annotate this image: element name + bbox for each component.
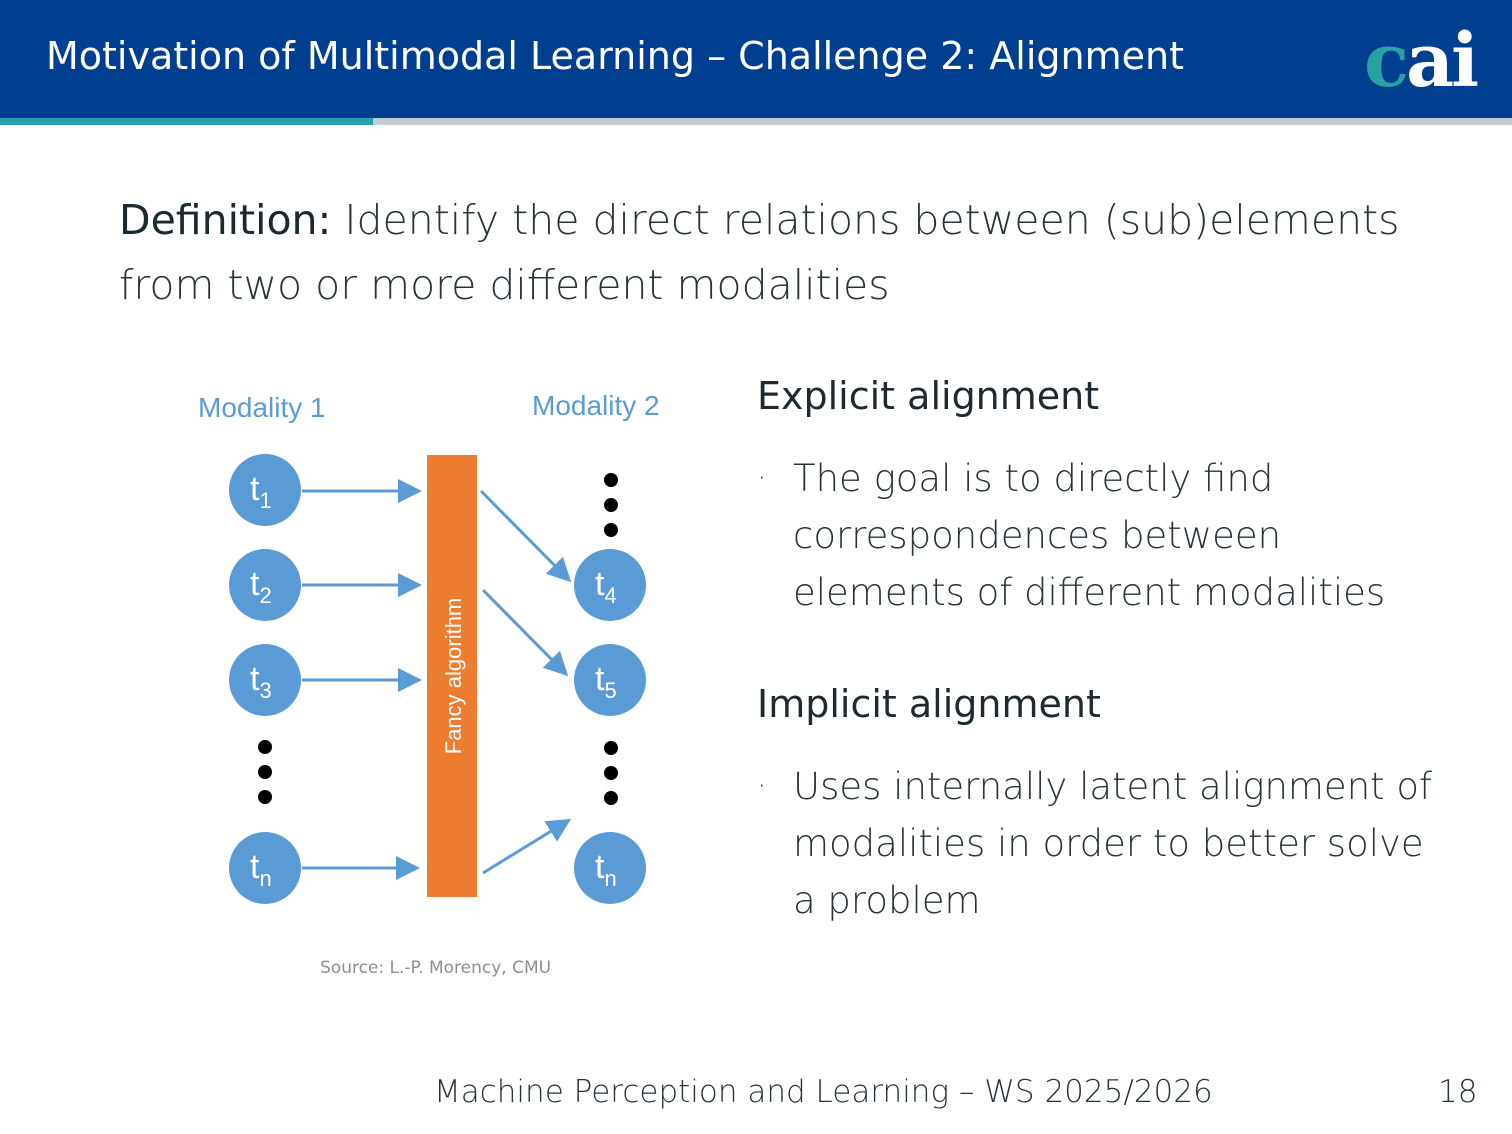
bullet-implicit: · Uses internally latent alignment of mod… [757,758,1437,929]
ellipsis-dot [258,790,272,804]
header-progress-accent [0,118,373,125]
node-circle [574,832,646,904]
ellipsis-dot [604,498,618,512]
node-circle [229,644,301,716]
definition-text: Identify the direct relations between (s… [119,196,1400,309]
page-number: 18 [1438,1074,1478,1110]
node-circle [229,549,301,621]
ellipsis-dot [604,791,618,805]
modality-2-label: Modality 2 [532,390,660,421]
source-caption: Source: L.-P. Morency, CMU [320,958,552,978]
bullet-icon: · [757,461,767,496]
header-divider [373,118,1512,125]
arrow [479,489,572,583]
node-left-t1: t1 [229,454,301,526]
node-circle [574,549,646,621]
definition: Definition: Identify the direct relation… [119,188,1409,318]
heading-implicit-alignment: Implicit alignment [757,682,1101,726]
node-right-t4: t4 [574,549,646,621]
ellipsis-dot [604,741,618,755]
heading-explicit-alignment: Explicit alignment [757,374,1100,418]
ellipsis-dot [604,473,618,487]
node-left-tn: tn [229,832,301,904]
footer-course: Machine Perception and Learning – WS 202… [434,1074,1213,1110]
bullet-text: The goal is to directly find corresponde… [793,457,1386,614]
definition-label: Definition: [119,196,332,244]
alignment-diagram: Modality 1 Modality 2 Fancy algorithm t1… [198,390,660,904]
node-circle [229,454,301,526]
ellipsis-dot [604,523,618,537]
slide-header: Motivation of Multimodal Learning – Chal… [0,0,1512,118]
node-left-t3: t3 [229,644,301,716]
ellipsis-dot [258,765,272,779]
modality-1-label: Modality 1 [198,392,326,423]
node-right-tn: tn [574,832,646,904]
ellipsis-dot [604,766,618,780]
bullet-icon: · [757,769,767,804]
bullet-text: Uses internally latent alignment of moda… [793,765,1433,922]
arrow [482,818,572,875]
node-right-t5: t5 [574,644,646,716]
arrow [481,588,569,677]
node-circle [229,832,301,904]
algorithm-box [427,455,477,897]
ellipsis-dot [258,740,272,754]
node-left-t2: t2 [229,549,301,621]
slide-title: Motivation of Multimodal Learning – Chal… [46,34,1184,78]
node-circle [574,644,646,716]
cai-logo: cai [1364,18,1479,104]
algorithm-label: Fancy algorithm [441,598,466,755]
bullet-explicit: · The goal is to directly find correspond… [757,450,1437,621]
